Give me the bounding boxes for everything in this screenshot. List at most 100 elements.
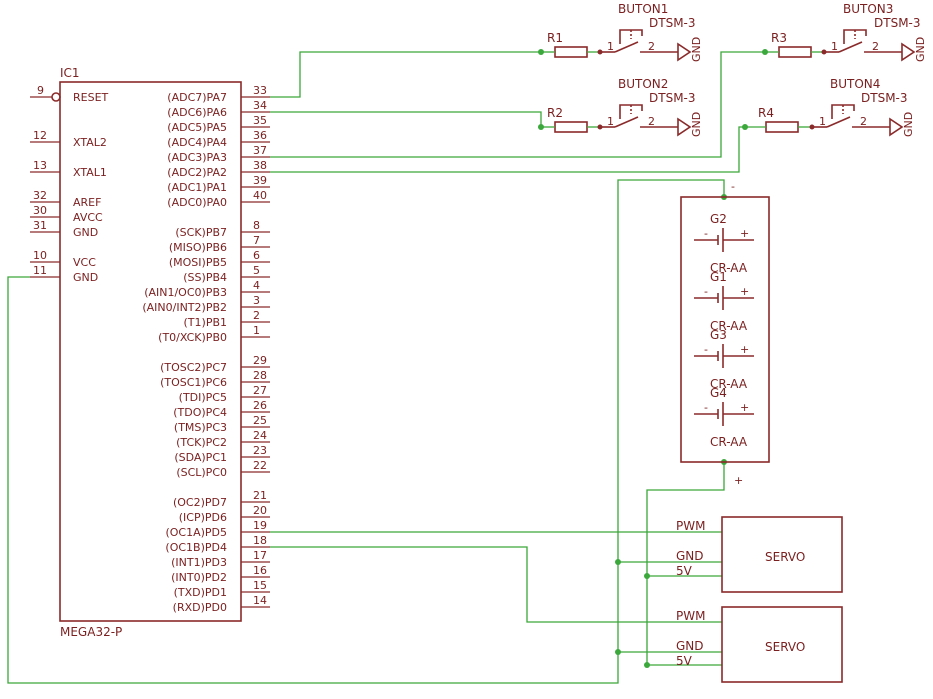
- pin-num-right: 2: [253, 309, 260, 322]
- ground-symbol: [889, 117, 904, 137]
- servo-2-5v-label: 5V: [676, 654, 693, 668]
- pin-num-aref: 32: [33, 189, 47, 202]
- pin-label-right: (TOSC2)PC7: [160, 361, 227, 374]
- switch-pin1: 1: [607, 115, 614, 128]
- button-name: BUTON3: [843, 2, 893, 16]
- gnd-label: GND: [690, 112, 703, 137]
- pin-label-right: (ADC4)PA4: [167, 136, 227, 149]
- pin-num-right: 25: [253, 414, 267, 427]
- ic1-name: IC1: [60, 66, 80, 80]
- pin-num-right: 5: [253, 264, 260, 277]
- switch-pin1: 1: [819, 115, 826, 128]
- resistor-body: [765, 121, 799, 133]
- pin-label-right: (ADC7)PA7: [167, 91, 227, 104]
- switch-pin2: 2: [860, 115, 867, 128]
- pin-label-gnd2: GND: [73, 271, 98, 284]
- pin-num-right: 29: [253, 354, 267, 367]
- pin-num-right: 21: [253, 489, 267, 502]
- pin-label-vcc: VCC: [73, 256, 96, 269]
- wires: [7, 51, 765, 684]
- resistor-label: R3: [771, 31, 787, 45]
- pin-num-right: 34: [253, 99, 267, 112]
- pin-label-right: (INT1)PD3: [171, 556, 227, 569]
- pin-num-right: 27: [253, 384, 267, 397]
- pin-num-right: 37: [253, 144, 267, 157]
- switch-pin1: 1: [831, 40, 838, 53]
- switch-pin2: 2: [648, 40, 655, 53]
- switch-actuator: [619, 104, 643, 119]
- cell-minus: -: [704, 227, 708, 240]
- button-part: DTSM-3: [649, 91, 696, 105]
- servo-1: SERVO PWM GND 5V: [676, 516, 843, 593]
- pin-num-avcc: 30: [33, 204, 47, 217]
- cell-minus: -: [704, 285, 708, 298]
- battery-pack-outline: [680, 196, 770, 463]
- junction-dot: [615, 559, 621, 565]
- pin-num-right: 3: [253, 294, 260, 307]
- pin-label-right: (SS)PB4: [183, 271, 227, 284]
- ground-symbol: [677, 42, 692, 62]
- servo-2: SERVO PWM GND 5V: [676, 606, 843, 683]
- pin-num-reset: 9: [37, 84, 44, 97]
- pin-label-avcc: AVCC: [73, 211, 103, 224]
- resistor-label: R4: [758, 106, 774, 120]
- servo-2-name: SERVO: [765, 640, 805, 654]
- pin-label-right: (ADC3)PA3: [167, 151, 227, 164]
- pin-label-xtal1: XTAL1: [73, 166, 107, 179]
- junction-dot: [644, 662, 650, 668]
- servo-2-body: [721, 606, 843, 683]
- pin-label-xtal2: XTAL2: [73, 136, 107, 149]
- pin-num-right: 7: [253, 234, 260, 247]
- pin-num-gnd1: 31: [33, 219, 47, 232]
- button-name: BUTON4: [830, 77, 880, 91]
- pin-num-right: 39: [253, 174, 267, 187]
- pin-label-right: (T1)PB1: [184, 316, 227, 329]
- pin-label-right: (SCK)PB7: [175, 226, 227, 239]
- pin-label-right: (OC1B)PD4: [165, 541, 227, 554]
- cell-part: CR-AA: [710, 261, 748, 275]
- switch-actuator: [831, 104, 855, 119]
- ground-symbol: [677, 117, 692, 137]
- pin-num-right: 1: [253, 324, 260, 337]
- pin-label-right: (ADC2)PA2: [167, 166, 227, 179]
- pin-num-right: 28: [253, 369, 267, 382]
- wire-5v-rail: [646, 462, 725, 666]
- resistor-label: R2: [547, 106, 563, 120]
- pin-label-right: (TOSC1)PC6: [160, 376, 227, 389]
- switch-pin2: 2: [648, 115, 655, 128]
- pin-label-right: (SCL)PC0: [176, 466, 227, 479]
- gnd-label: GND: [914, 37, 927, 62]
- button-name: BUTON1: [618, 2, 668, 16]
- pin-label-right: (OC1A)PD5: [165, 526, 227, 539]
- pin-label-right: (INT0)PD2: [171, 571, 227, 584]
- pin-label-right: (ADC5)PA5: [167, 121, 227, 134]
- button-part: DTSM-3: [874, 16, 921, 30]
- pin-label-right: (AIN1/OC0)PB3: [144, 286, 227, 299]
- resistor-body: [554, 46, 588, 58]
- pin-num-right: 6: [253, 249, 260, 262]
- ic1-right-pins: 33(ADC7)PA734(ADC6)PA635(ADC5)PA536(ADC4…: [142, 84, 270, 614]
- pin-label-right: (TDO)PC4: [173, 406, 227, 419]
- switch-lever: [614, 116, 639, 128]
- pin-num-right: 33: [253, 84, 267, 97]
- pin-num-right: 14: [253, 594, 267, 607]
- pin-num-xtal1: 13: [33, 159, 47, 172]
- pin-label-right: (ADC6)PA6: [167, 106, 227, 119]
- pin-num-right: 23: [253, 444, 267, 457]
- resistor-body: [778, 46, 812, 58]
- cell-name: G4: [710, 386, 727, 400]
- wire-pa7-r1: [270, 51, 541, 98]
- ground-symbol: [901, 42, 916, 62]
- pin-num-vcc: 10: [33, 249, 47, 262]
- wire-gnd-rail: [7, 179, 725, 684]
- pin-num-right: 16: [253, 564, 267, 577]
- pin-label-right: (SDA)PC1: [174, 451, 227, 464]
- cell-minus: -: [704, 343, 708, 356]
- servo-1-5v-label: 5V: [676, 564, 693, 578]
- servo-1-name: SERVO: [765, 550, 805, 564]
- pin-label-aref: AREF: [73, 196, 101, 209]
- pin-label-right: (TCK)PC2: [176, 436, 227, 449]
- pin-label-gnd1: GND: [73, 226, 98, 239]
